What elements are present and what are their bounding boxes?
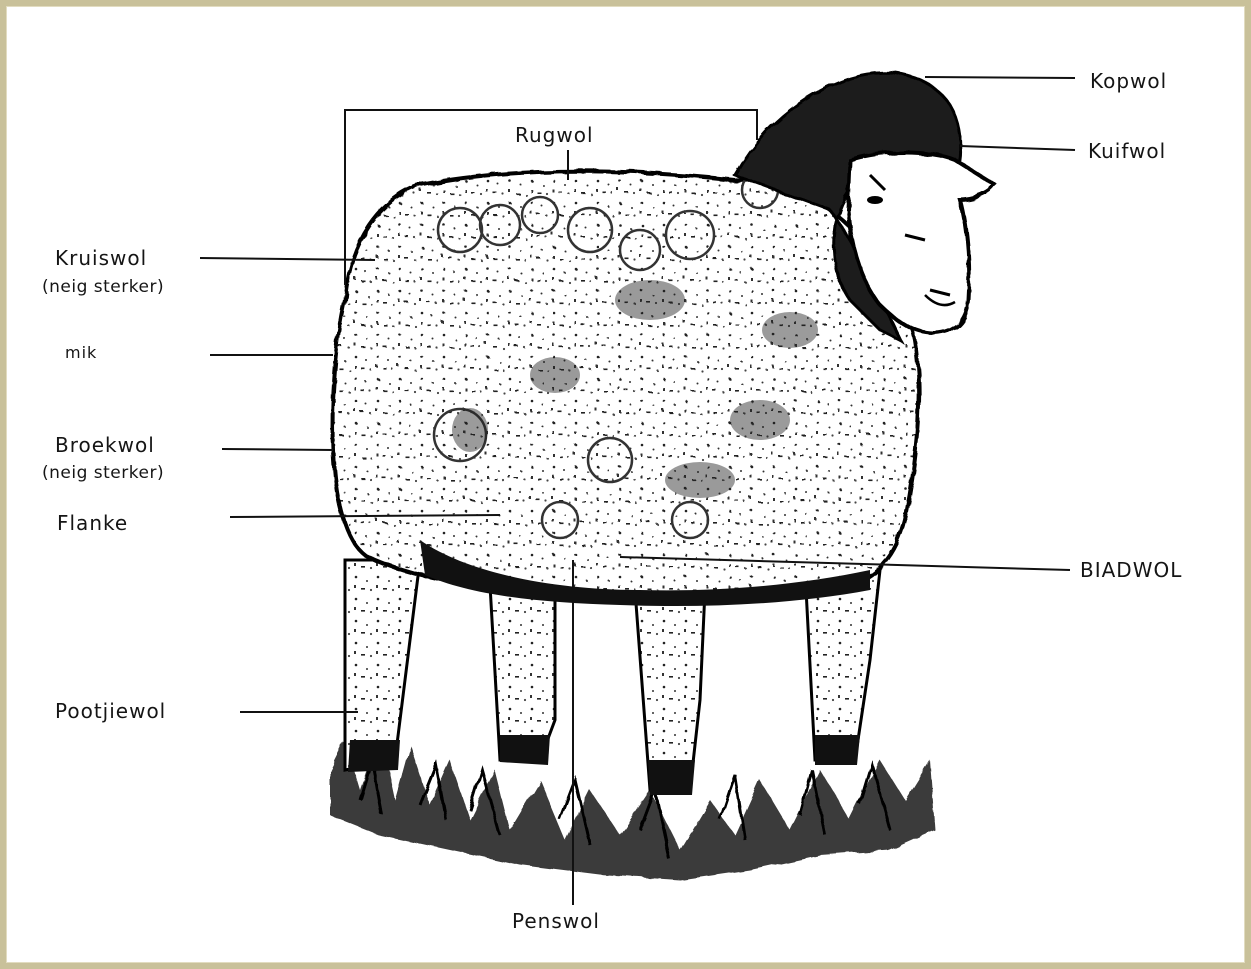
- label-mik: mik: [65, 343, 97, 362]
- leader-broekwol: [222, 449, 333, 450]
- label-broekwol-note: (neig sterker): [42, 463, 164, 483]
- label-kruiswol-note: (neig sterker): [42, 277, 164, 297]
- sheep-eye: [867, 196, 883, 204]
- label-rugwol: Rugwol: [515, 123, 594, 147]
- leader-kuifwol: [960, 146, 1075, 150]
- label-penswol: Penswol: [512, 909, 600, 933]
- leader-kruiswol: [200, 258, 375, 260]
- label-bladwol: BIADWOL: [1080, 558, 1182, 582]
- label-broekwol: Broekwol: [55, 433, 155, 457]
- leader-kopwol: [925, 77, 1075, 78]
- label-kruiswol: Kruiswol: [55, 246, 147, 270]
- label-flanke: Flanke: [57, 511, 128, 535]
- label-kopwol: Kopwol: [1090, 69, 1167, 93]
- sheep-illustration: [330, 73, 995, 880]
- label-pootjiewol: Pootjiewol: [55, 699, 166, 723]
- label-kuifwol: Kuifwol: [1088, 139, 1166, 163]
